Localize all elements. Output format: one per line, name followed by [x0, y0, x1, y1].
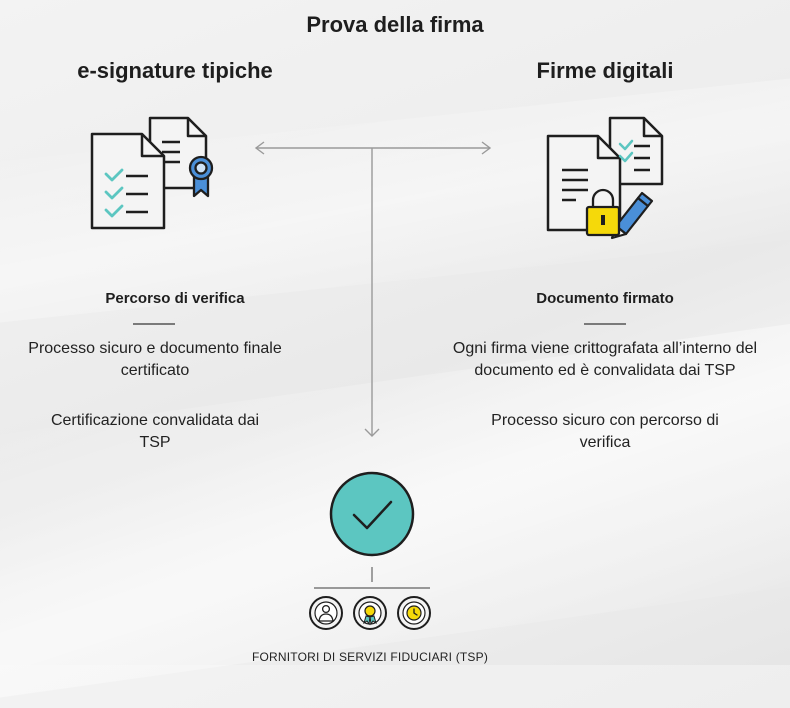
down-arrowhead	[364, 428, 380, 437]
left-arrowhead	[254, 141, 265, 155]
tsp-footer-label: FORNITORI DI SERVIZI FIDUCIARI (TSP)	[251, 650, 489, 664]
clock-badge-icon	[397, 596, 431, 630]
checkmark-circle-icon	[329, 471, 415, 557]
right-paragraph-2: Processo sicuro con percorso di verifica	[491, 412, 719, 451]
award-badge-icon	[353, 596, 387, 630]
tsp-badges	[309, 596, 431, 630]
left-paragraph-1: Processo sicuro e documento finale certi…	[28, 340, 282, 379]
right-column-heading: Firme digitali	[536, 58, 674, 83]
documents-with-checklist-and-ribbon-badge-icon	[90, 116, 214, 230]
left-divider	[133, 323, 175, 325]
person-badge-icon	[309, 596, 343, 630]
right-divider	[584, 323, 626, 325]
right-arrowhead	[481, 141, 492, 155]
connector-lines	[254, 141, 492, 589]
left-subheading: Percorso di verifica	[105, 290, 245, 307]
page-title: Prova della firma	[306, 12, 484, 37]
right-paragraph-1: Ogni firma viene crittografata all’inter…	[452, 340, 758, 379]
right-subheading: Documento firmato	[536, 290, 674, 307]
left-column-heading: e-signature tipiche	[77, 58, 273, 83]
document-with-lock-and-pen-icon	[546, 116, 664, 240]
left-paragraph-2: Certificazione convalidata dai TSP	[50, 412, 260, 451]
